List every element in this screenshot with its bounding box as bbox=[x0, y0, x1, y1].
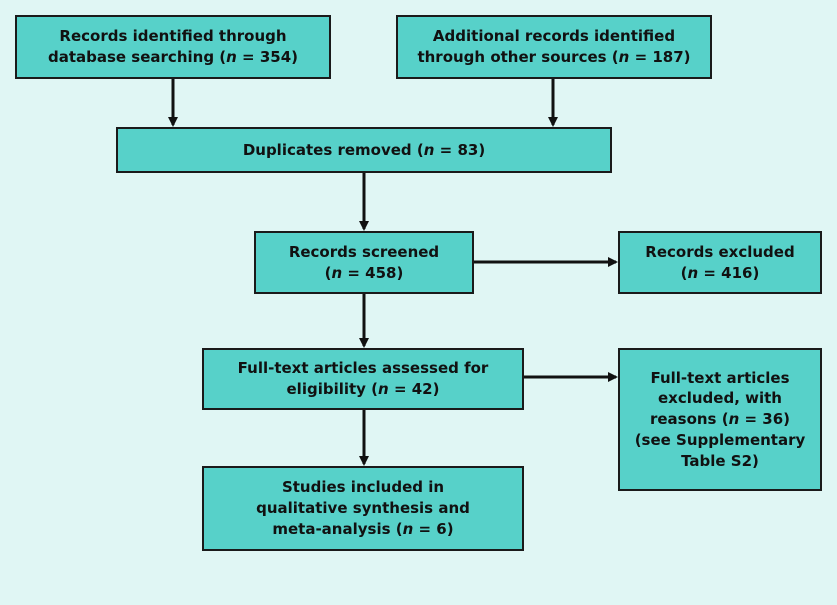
box-other-sources: Additional records identified through ot… bbox=[396, 15, 712, 79]
box-studies-included: Studies included in qualitative synthesi… bbox=[202, 466, 524, 551]
box-database-search: Records identified through database sear… bbox=[15, 15, 331, 79]
box-records-screened: Records screened (n = 458) bbox=[254, 231, 474, 294]
box-records-excluded: Records excluded (n = 416) bbox=[618, 231, 822, 294]
other-sources-line1: Additional records identified bbox=[432, 27, 676, 46]
db-search-line1: Records identified through bbox=[59, 27, 287, 46]
box-fulltext-excluded: Full-text articles excluded, with reason… bbox=[618, 348, 822, 491]
box-duplicates-removed: Duplicates removed (n = 83) bbox=[116, 127, 612, 173]
screened-line1: Records screened bbox=[288, 242, 440, 261]
box-fulltext-assessed: Full-text articles assessed for eligibil… bbox=[202, 348, 524, 410]
excluded-line1: Records excluded bbox=[645, 242, 795, 261]
fulltext-line1: Full-text articles assessed for bbox=[237, 359, 489, 378]
